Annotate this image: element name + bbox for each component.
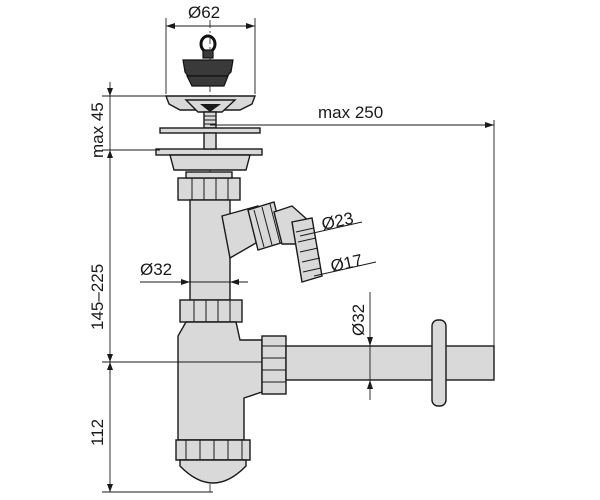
bottle-shell <box>177 321 263 441</box>
label-max-length: max 250 <box>318 103 383 122</box>
bottle-cap <box>179 459 247 484</box>
label-trap-depth: 112 <box>88 419 107 446</box>
upper-washer <box>159 127 261 134</box>
dim-max-height: max 45 <box>88 82 168 165</box>
label-max-height: max 45 <box>88 102 107 158</box>
dim-hose-small: Ø17 <box>313 251 377 277</box>
screw-lower <box>203 132 217 150</box>
dim-trap-depth: 112 <box>88 362 213 493</box>
label-tube-diameter: Ø32 <box>140 260 172 279</box>
lower-washer <box>155 148 263 156</box>
label-hose-small: Ø17 <box>329 251 364 276</box>
outlet-nut <box>261 335 287 395</box>
bottle-body <box>175 321 263 484</box>
plug-body <box>182 59 234 77</box>
label-hose-large: Ø23 <box>320 209 355 234</box>
dim-tube-diameter: Ø32 <box>140 260 248 285</box>
dim-max-length: max 250 <box>210 103 495 346</box>
label-adjustable-height: 145–225 <box>88 264 107 330</box>
dim-adjustable-height: 145–225 <box>88 165 262 363</box>
dim-strainer-diameter: Ø62 <box>165 3 256 94</box>
sink-plate <box>155 127 263 171</box>
sink-plug <box>182 34 234 87</box>
outlet-pipe <box>285 345 495 381</box>
outlet-assembly <box>261 319 495 407</box>
label-strainer-diameter: Ø62 <box>188 3 220 22</box>
wall-rosette <box>431 319 447 407</box>
body-flange <box>169 154 251 171</box>
plug-bottom <box>186 75 229 87</box>
strainer <box>164 95 257 129</box>
hose-connector-branch <box>221 201 323 283</box>
strainer-center <box>200 104 221 112</box>
plug-stem <box>202 49 214 59</box>
top-union-nut <box>177 171 241 201</box>
label-outlet-diameter: Ø32 <box>349 304 368 336</box>
dim-outlet-diameter: Ø32 <box>349 292 373 400</box>
bottle-bottom-nut <box>175 439 251 461</box>
middle-union-nut <box>179 299 243 323</box>
